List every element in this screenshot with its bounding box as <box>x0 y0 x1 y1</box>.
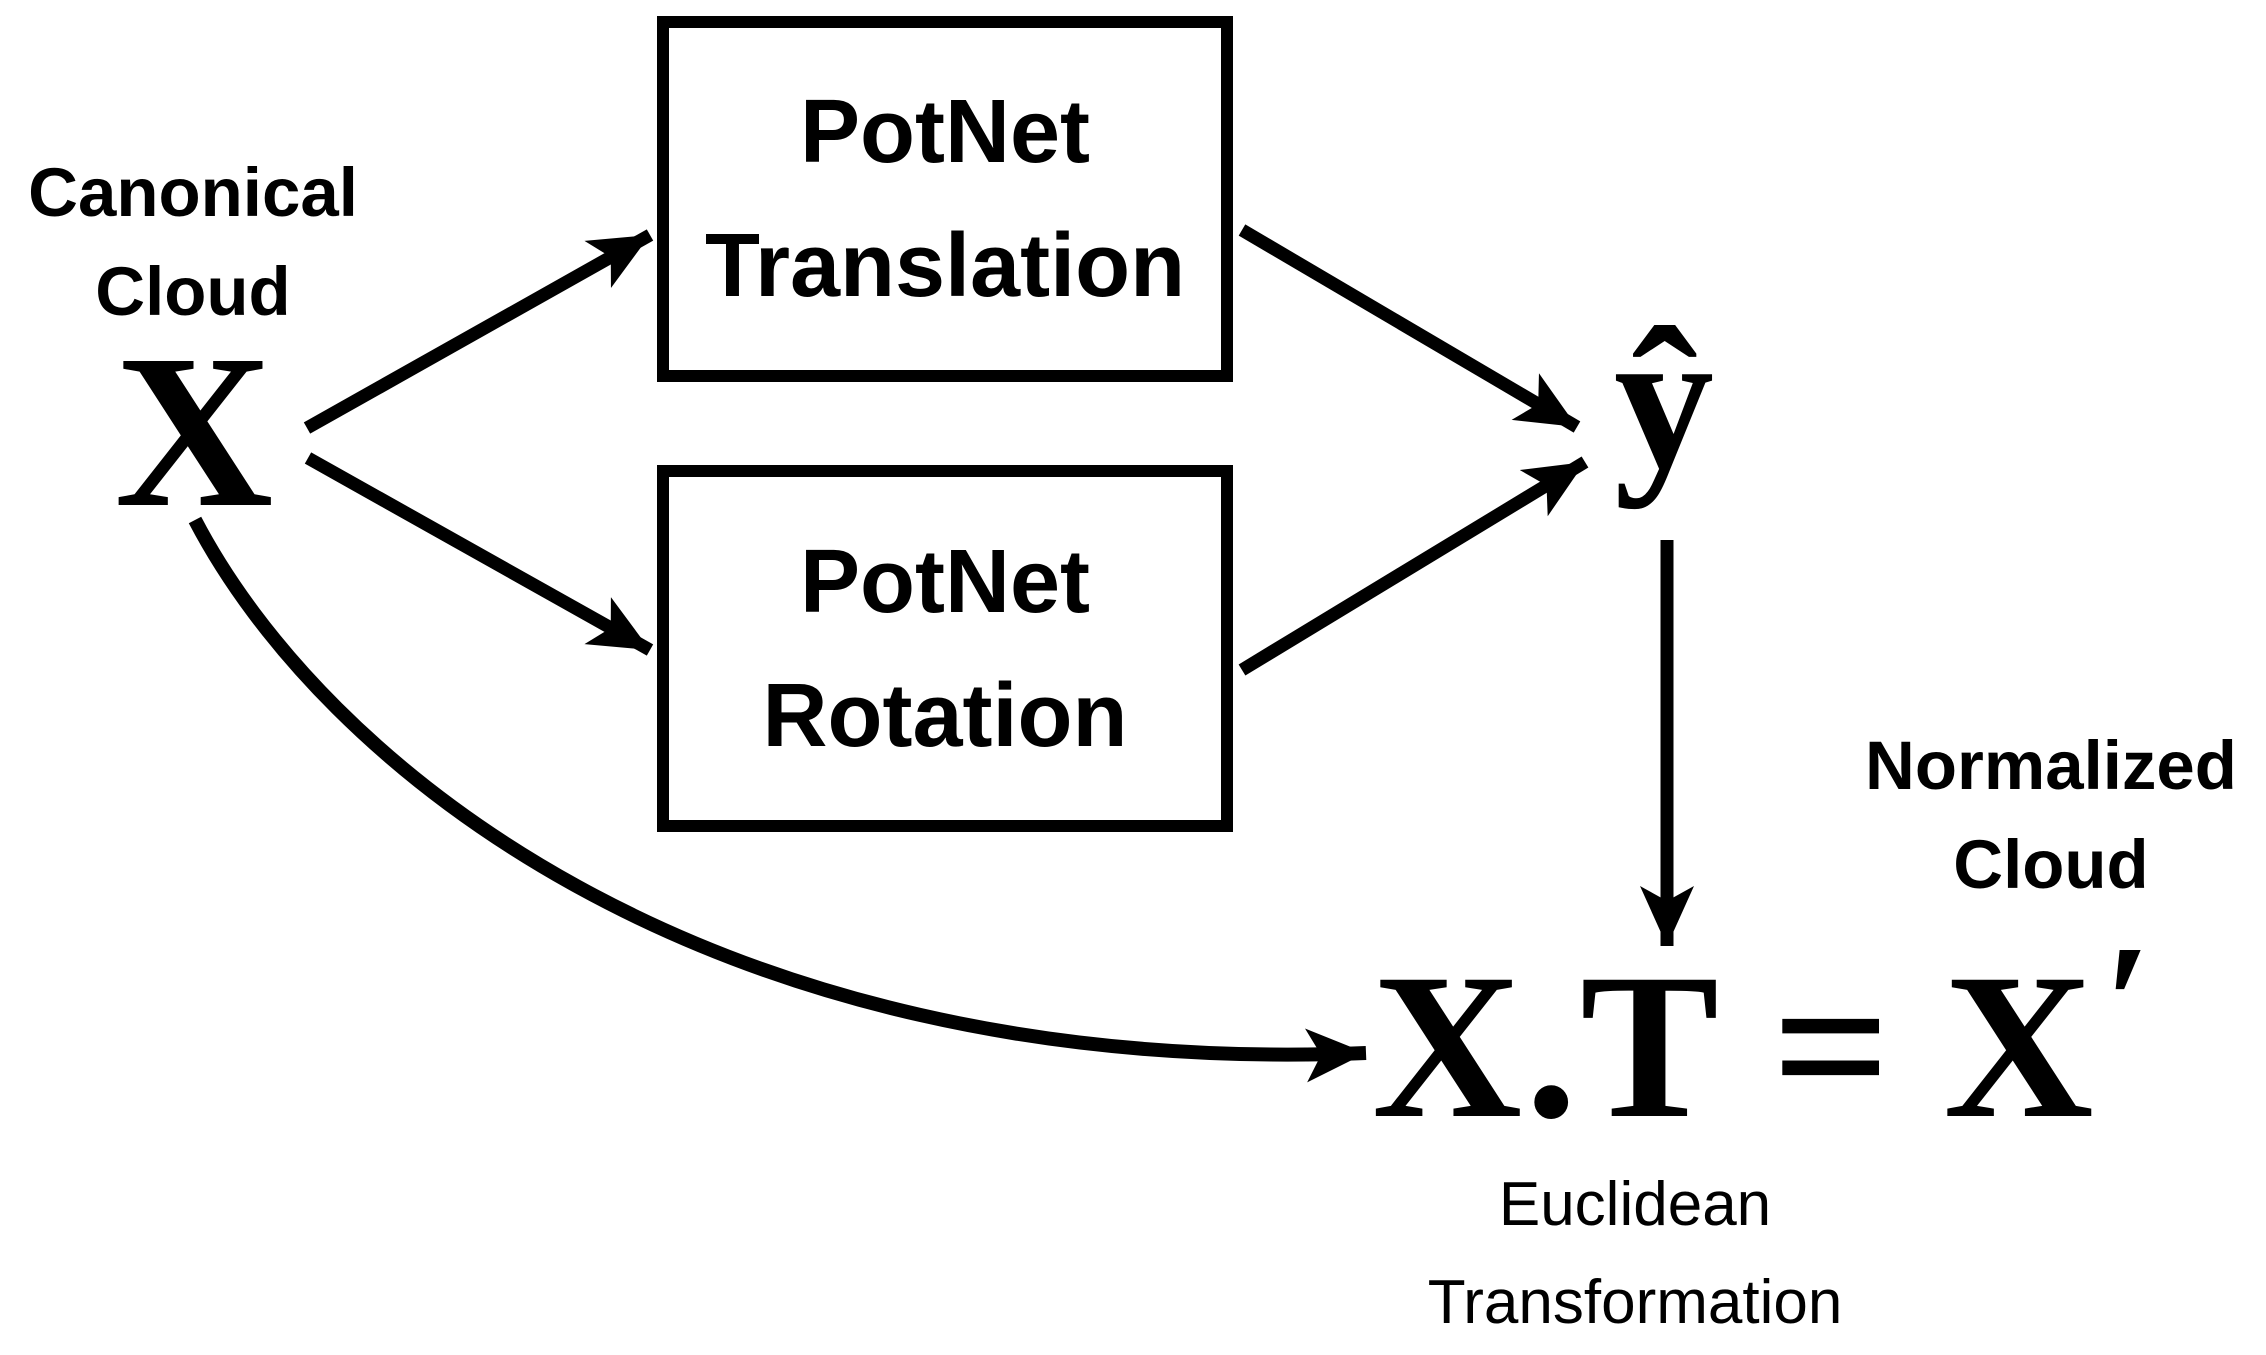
canonical-cloud-symbol: X <box>114 309 274 553</box>
normalized-cloud-label: Normalized Cloud <box>1856 716 2246 914</box>
equation-lhs: X.T <box>1372 931 1722 1161</box>
potnet-rotation-line1: PotNet <box>800 531 1090 632</box>
potnet-translation-line1: PotNet <box>800 82 1090 182</box>
euclidean-transformation-line2: Transformation <box>1427 1268 1843 1337</box>
canonical-cloud-label-line2: Cloud <box>95 253 291 330</box>
equation-prime-mark: ′ <box>2104 911 2155 1096</box>
normalized-cloud-label-line2: Cloud <box>1953 826 2149 903</box>
potnet-translation-line2: Translation <box>704 216 1186 316</box>
potnet-translation-box: PotNet Translation <box>657 16 1233 382</box>
canonical-cloud-label: Canonical Cloud <box>0 143 386 341</box>
potnet-rotation-box: PotNet Rotation <box>657 465 1233 832</box>
arrow-x-to-rotation <box>304 452 654 656</box>
potnet-rotation-line2: Rotation <box>762 665 1128 766</box>
equation-equals-sign: = <box>1771 931 1894 1161</box>
canonical-cloud-label-line1: Canonical <box>28 154 358 231</box>
euclidean-transform-equation: X.T=X′ <box>1372 920 2155 1150</box>
euclidean-transformation-line1: Euclidean <box>1498 1170 1772 1239</box>
normalized-cloud-label-line1: Normalized <box>1865 727 2237 804</box>
arrow-translation-to-yhat <box>1238 224 1581 433</box>
arrow-x-to-equation-curved <box>188 516 1367 1083</box>
equation-rhs: X <box>1943 931 2097 1161</box>
euclidean-transformation-label: Euclidean Transformation <box>1390 1156 1880 1352</box>
arrow-rotation-to-yhat <box>1238 456 1589 676</box>
arrow-x-to-translation <box>303 229 654 434</box>
predicted-pose-symbol: ŷ <box>1614 289 1714 510</box>
